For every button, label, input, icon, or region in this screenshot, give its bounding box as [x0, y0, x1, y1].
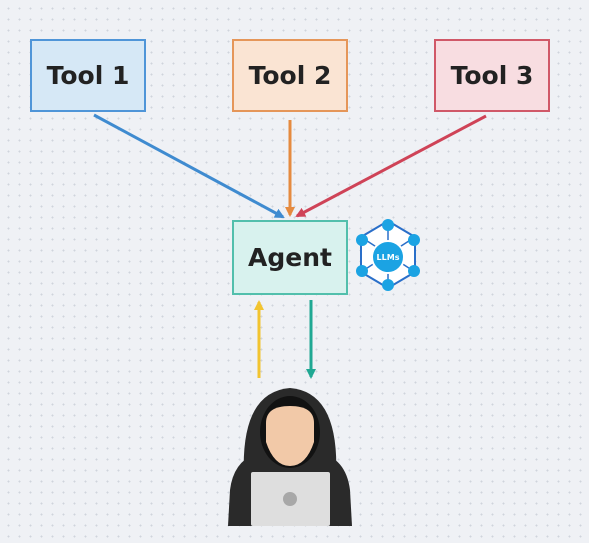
tool-3-label: Tool 3	[450, 61, 534, 90]
agent-node: Agent	[232, 220, 348, 295]
agent-label: Agent	[248, 243, 332, 272]
tool-1-node: Tool 1	[30, 39, 146, 112]
arrow-tool-3-to-agent	[295, 114, 487, 218]
tool-3-node: Tool 3	[434, 39, 550, 112]
arrow-tool-1-to-agent	[93, 113, 285, 219]
llm-network-icon: LLMs	[356, 219, 420, 291]
tool-1-label: Tool 1	[46, 61, 130, 90]
tool-2-label: Tool 2	[248, 61, 332, 90]
llm-label: LLMs	[377, 253, 400, 262]
hacker-user-icon	[228, 388, 352, 526]
tool-2-node: Tool 2	[232, 39, 348, 112]
